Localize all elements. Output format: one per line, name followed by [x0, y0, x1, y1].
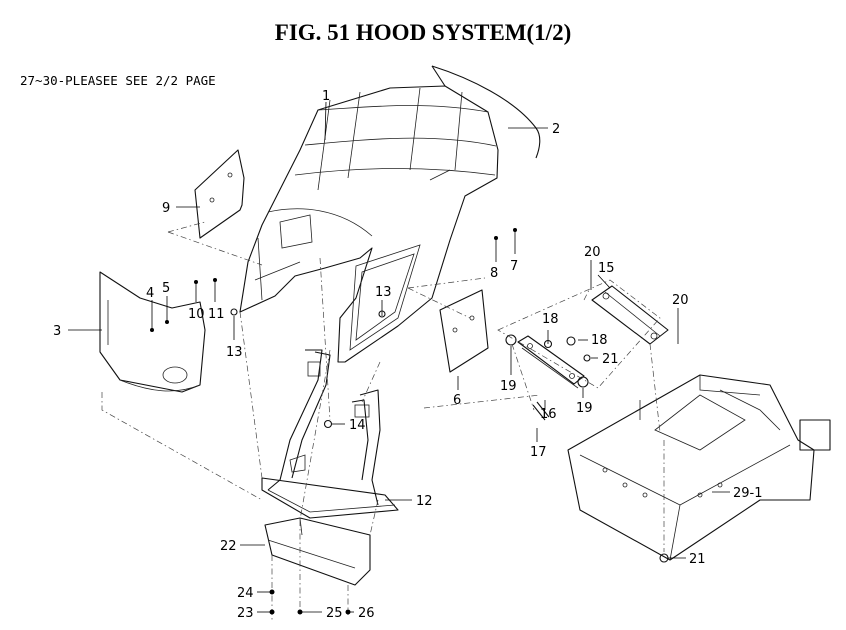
- hood-shell: [239, 85, 499, 363]
- callout-21-upper: 21: [602, 352, 619, 367]
- callout-14: 14: [349, 418, 366, 433]
- callout-17: 17: [530, 445, 547, 460]
- callout-23: 23: [237, 606, 254, 621]
- callout-29-1: 29-1: [733, 486, 763, 501]
- callout-2: 2: [552, 122, 560, 137]
- left-side-plate: [194, 149, 245, 239]
- callout-8: 8: [490, 266, 498, 281]
- page-reference-note: 27~30-PLEASEE SEE 2/2 PAGE: [20, 73, 216, 88]
- front-bumper: [264, 517, 371, 586]
- callout-13-left: 13: [226, 345, 243, 360]
- callout-9: 9: [162, 201, 170, 216]
- callout-22: 22: [220, 539, 237, 554]
- callout-25: 25: [326, 606, 343, 621]
- callout-18-left: 18: [542, 312, 559, 327]
- callout-18-right: 18: [591, 333, 608, 348]
- callout-19-right: 19: [576, 401, 593, 416]
- callout-19-left: 19: [500, 379, 517, 394]
- callout-26: 26: [358, 606, 375, 621]
- assembly-lines: [101, 221, 665, 620]
- main-frame: [567, 374, 831, 561]
- callout-20-left: 20: [584, 245, 601, 260]
- bolt-17: [532, 401, 550, 421]
- mounting-bracket-15: [591, 285, 669, 345]
- callout-13-right: 13: [375, 285, 392, 300]
- hood-front-frame: [261, 349, 399, 519]
- callout-3: 3: [53, 324, 61, 339]
- callout-15: 15: [598, 261, 615, 276]
- callout-20-right: 20: [672, 293, 689, 308]
- front-grille: [99, 271, 206, 393]
- wire-rod: [431, 65, 541, 159]
- figure-title: FIG. 51 HOOD SYSTEM(1/2): [274, 20, 572, 45]
- callout-16: 16: [540, 407, 557, 422]
- callout-7: 7: [510, 259, 518, 274]
- callout-6: 6: [453, 393, 461, 408]
- callout-4: 4: [146, 286, 154, 301]
- callout-1: 1: [322, 89, 330, 104]
- callout-labels: 1 2 3 4 5 6 7 8 9 10 11 12 13 13 14 15 1…: [53, 89, 763, 621]
- callout-11: 11: [208, 307, 225, 322]
- callout-21-lower: 21: [689, 552, 706, 567]
- leader-lines: [68, 101, 730, 615]
- callout-24: 24: [237, 586, 254, 601]
- callout-5: 5: [162, 281, 170, 296]
- mounting-bracket-16: [517, 335, 585, 389]
- callout-10: 10: [188, 307, 205, 322]
- callout-12: 12: [416, 494, 433, 509]
- right-side-plate: [439, 289, 489, 373]
